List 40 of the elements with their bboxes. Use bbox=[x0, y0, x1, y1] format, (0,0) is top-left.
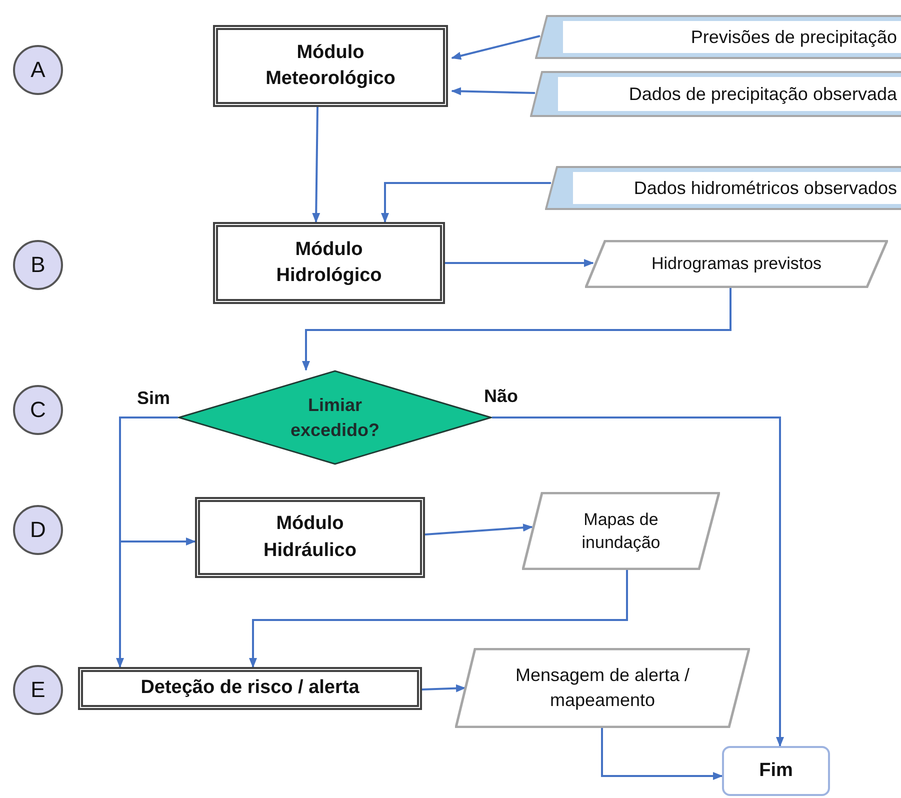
node-text: Previsões de precipitação bbox=[690, 26, 897, 49]
node-text: Módulo Meteorológico bbox=[264, 40, 396, 91]
node-text: Dados de precipitação observada bbox=[628, 82, 897, 106]
node-text: Mensagem de alerta / mapeamento bbox=[514, 664, 691, 712]
arrow bbox=[116, 416, 178, 668]
input-parallelogram bbox=[535, 15, 901, 59]
process-box bbox=[213, 222, 445, 304]
node-text: C bbox=[30, 396, 46, 424]
process-box bbox=[78, 667, 422, 710]
node-text: Módulo Hidrológico bbox=[275, 238, 383, 288]
node-text: Módulo Hidráulico bbox=[262, 512, 358, 562]
node-text: Dados hidrométricos observados bbox=[634, 176, 897, 200]
node-text: Limiar excedido? bbox=[289, 394, 381, 442]
arrow bbox=[445, 259, 594, 267]
node-text: Hidrogramas previstos bbox=[651, 253, 822, 276]
arrow bbox=[312, 106, 320, 223]
arrow bbox=[422, 684, 466, 692]
arrow bbox=[249, 570, 628, 668]
terminal-box bbox=[722, 746, 830, 796]
process-box bbox=[213, 25, 448, 107]
node-text: Fim bbox=[759, 758, 793, 783]
node-text: Deteção de risco / alerta bbox=[140, 676, 360, 700]
arrow bbox=[302, 288, 732, 371]
arrow bbox=[424, 524, 533, 536]
node-text: Mapas de inundação bbox=[580, 508, 662, 554]
arrow bbox=[381, 182, 551, 223]
output-parallelogram bbox=[585, 240, 888, 288]
node-text: D bbox=[30, 516, 46, 544]
arrow bbox=[451, 35, 540, 60]
input-parallelogram bbox=[545, 166, 901, 210]
process-box bbox=[195, 497, 425, 578]
output-parallelogram bbox=[522, 492, 720, 570]
output-parallelogram bbox=[455, 648, 750, 728]
arrow bbox=[601, 728, 723, 780]
input-parallelogram bbox=[530, 71, 901, 117]
arrow bbox=[492, 416, 784, 747]
arrow bbox=[451, 87, 536, 96]
node-text: E bbox=[30, 676, 46, 704]
node-text: B bbox=[30, 250, 46, 279]
node-text: A bbox=[30, 56, 46, 84]
